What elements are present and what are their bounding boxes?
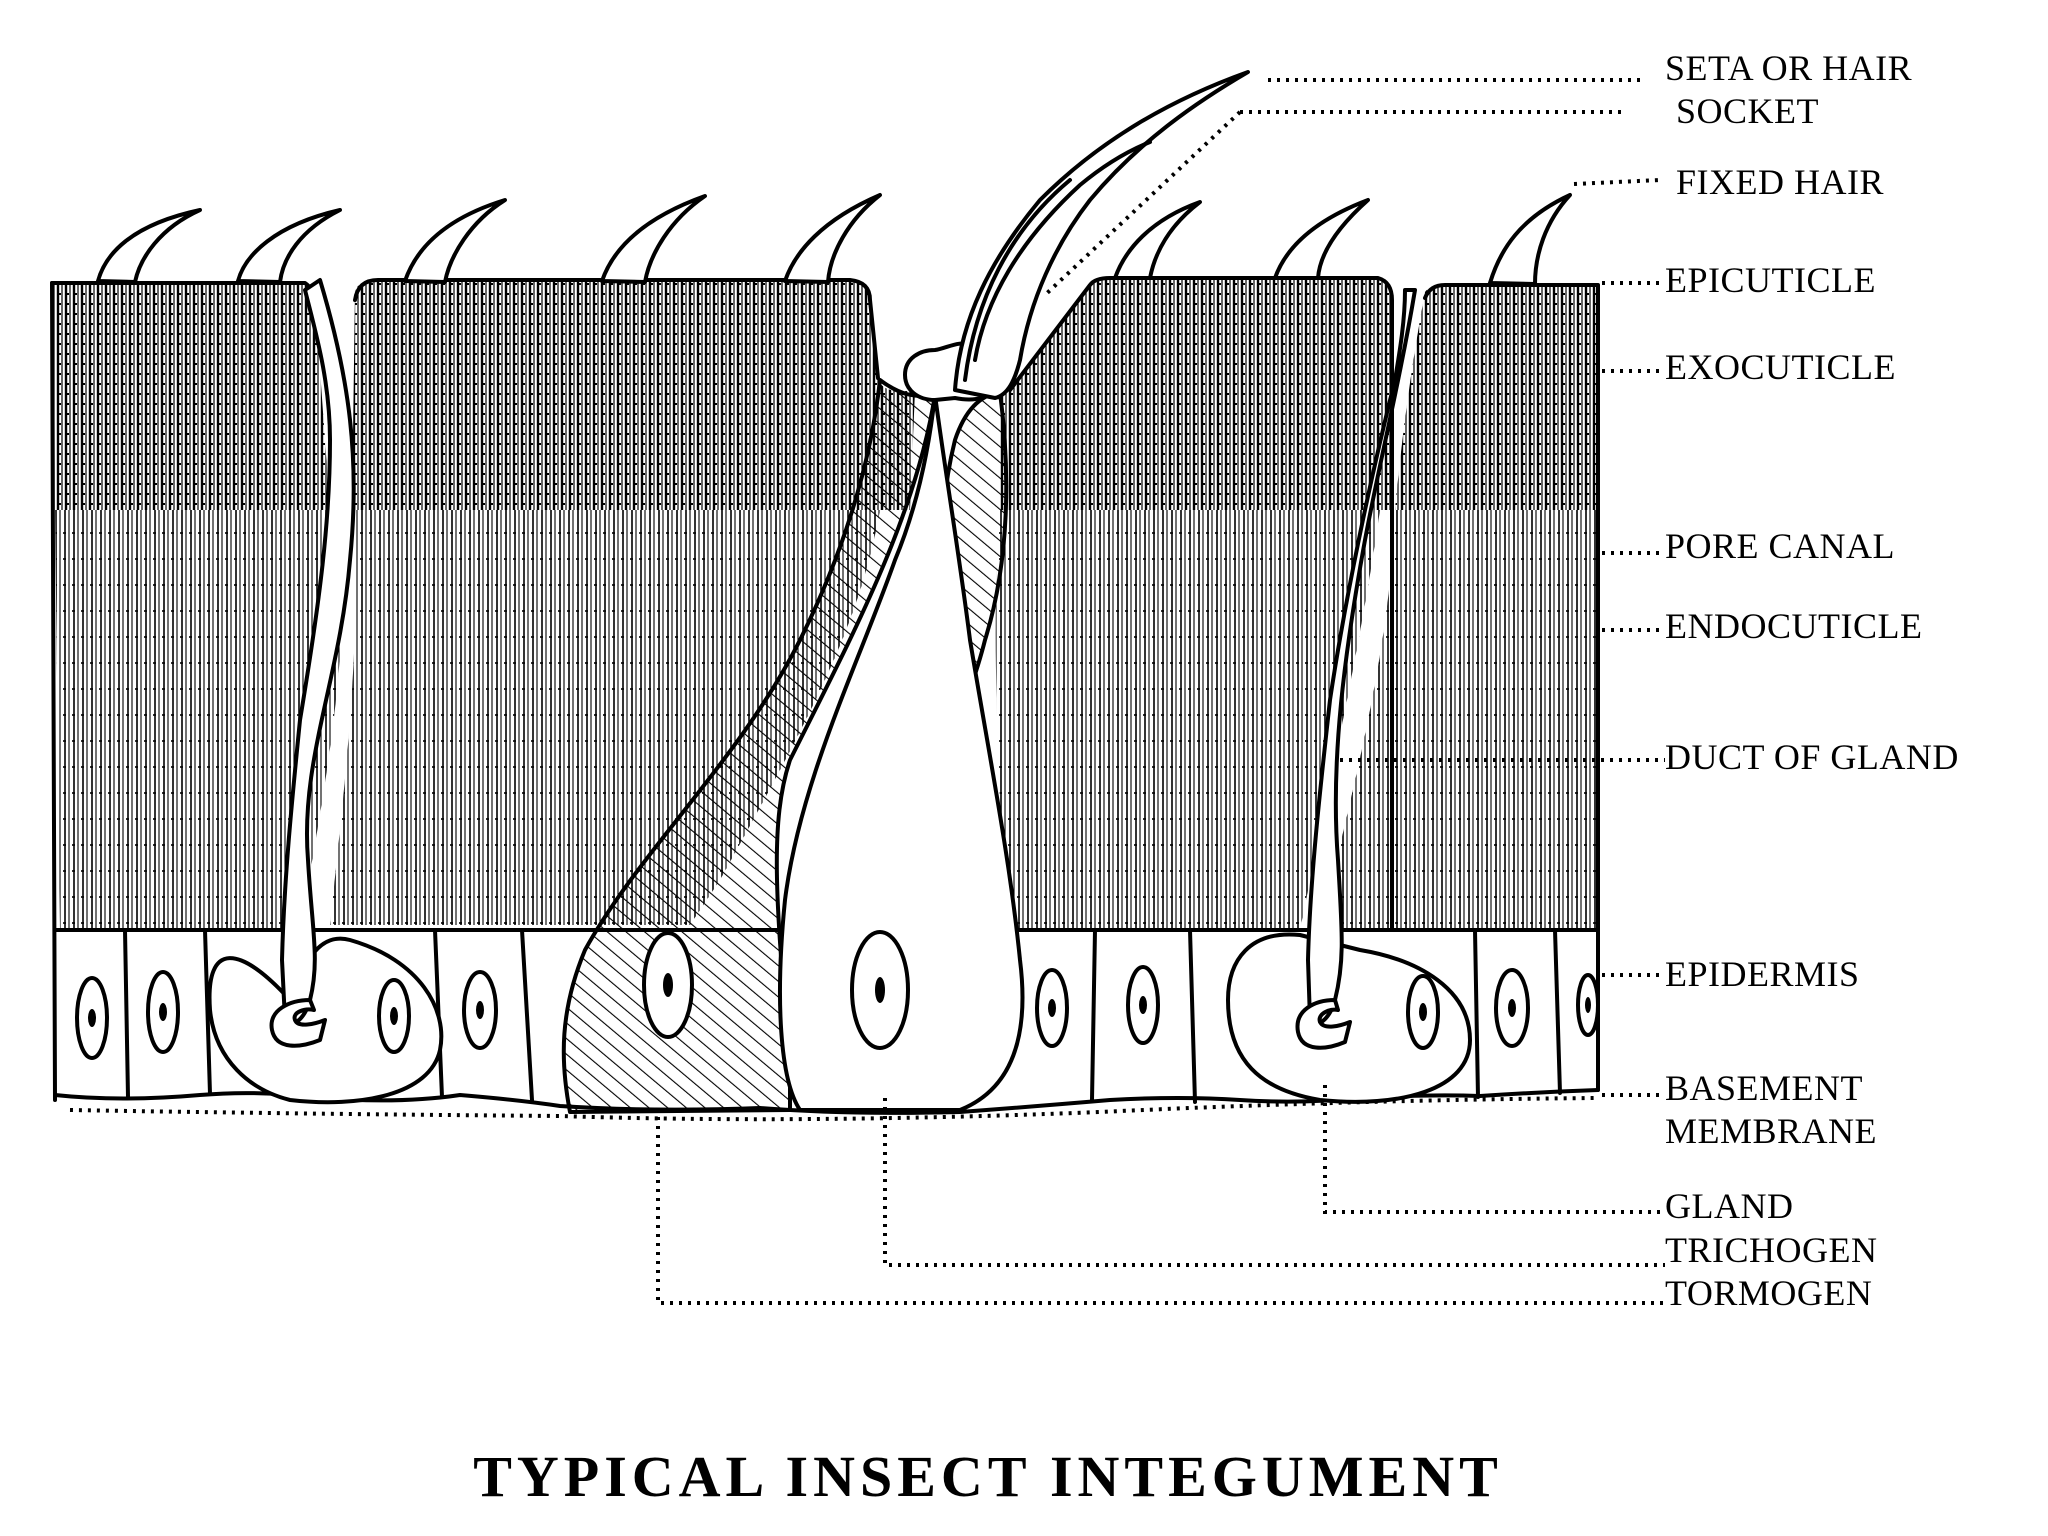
label-socket: SOCKET — [1676, 91, 1819, 131]
label-epicuticle: EPICUTICLE — [1665, 260, 1876, 300]
exocuticle-block-right — [1000, 278, 1392, 510]
label-duct-of-gland: DUCT OF GLAND — [1665, 737, 1959, 777]
fixed-hairs — [98, 195, 1570, 284]
label-pore-canal: PORE CANAL — [1665, 526, 1895, 566]
label-epidermis: EPIDERMIS — [1665, 954, 1860, 994]
labels: SETA OR HAIR SOCKET FIXED HAIR EPICUTICL… — [1665, 48, 1959, 1313]
label-seta: SETA OR HAIR — [1665, 48, 1912, 88]
label-tormogen: TORMOGEN — [1665, 1273, 1872, 1313]
exocuticle-block-mid — [352, 280, 915, 510]
label-endocuticle: ENDOCUTICLE — [1665, 606, 1922, 646]
label-exocuticle: EXOCUTICLE — [1665, 347, 1896, 387]
label-basement: BASEMENT — [1665, 1068, 1863, 1108]
diagram-title: TYPICAL INSECT INTEGUMENT — [473, 1444, 1503, 1509]
label-membrane: MEMBRANE — [1665, 1111, 1877, 1151]
label-fixed-hair: FIXED HAIR — [1676, 162, 1884, 202]
label-gland: GLAND — [1665, 1186, 1793, 1226]
exocuticle-block-far-right — [1395, 285, 1598, 510]
label-trichogen: TRICHOGEN — [1665, 1230, 1877, 1270]
exocuticle-block-left — [52, 283, 330, 510]
